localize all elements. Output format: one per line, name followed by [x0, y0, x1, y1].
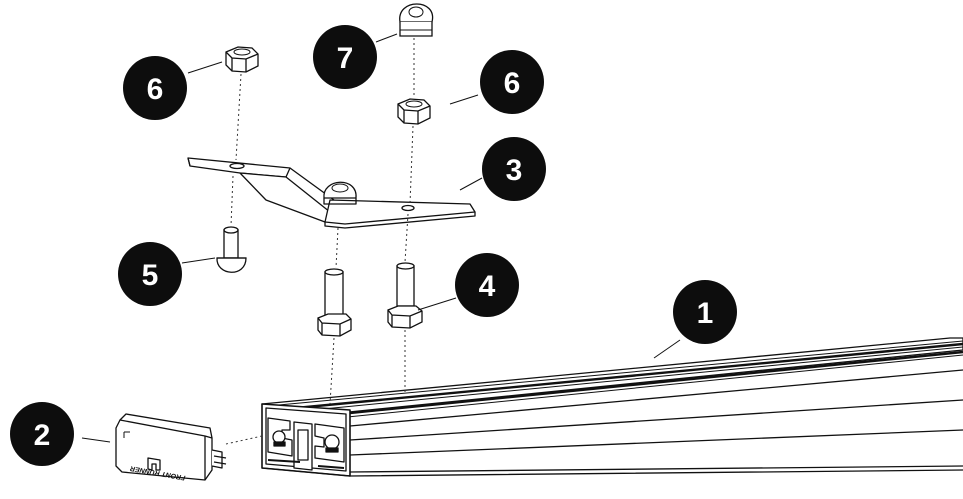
- callout-badge-rail: 1: [673, 280, 737, 344]
- callout-number: 3: [506, 154, 523, 187]
- callout-circle: [455, 253, 519, 317]
- callout-badge-nut-left: 6: [123, 56, 187, 120]
- callout-number: 6: [147, 73, 164, 106]
- mounting-bracket: [187, 157, 476, 229]
- callout-number: 1: [697, 297, 714, 330]
- roof-rail: [261, 337, 963, 477]
- nylock-nut-left: [225, 46, 259, 73]
- callout-badge-hex-bolts: 4: [455, 253, 519, 317]
- callout-circle: [480, 50, 544, 114]
- callout-number: 2: [34, 419, 51, 452]
- assembly-guide-lines: [225, 38, 415, 445]
- hex-bolt-right: [387, 262, 423, 329]
- callout-leaders: [81, 33, 681, 443]
- callout-circle: [313, 25, 377, 89]
- callout-badge-dome-cap: 7: [313, 25, 377, 89]
- nylock-nut-right: [397, 98, 431, 125]
- button-head-bolt: [216, 226, 247, 273]
- callout-badge-end-cap: 2: [10, 402, 74, 466]
- callout-circle: [118, 242, 182, 306]
- callout-number: 7: [337, 42, 354, 75]
- callout-circle: [482, 137, 546, 201]
- callout-badge-button-bolt: 5: [118, 242, 182, 306]
- callout-number: 6: [504, 67, 521, 100]
- end-cap: FRONT RUNNER: [115, 413, 227, 481]
- callout-badge-nut-right: 6: [480, 50, 544, 114]
- callout-badges: 1 2 3 4 5 6 6 7: [10, 25, 737, 466]
- callout-badge-bracket: 3: [482, 137, 546, 201]
- callout-number: 4: [479, 270, 496, 303]
- callout-circle: [673, 280, 737, 344]
- callout-number: 5: [142, 259, 159, 292]
- hex-bolt-left: [317, 268, 352, 337]
- dome-cap: [399, 3, 434, 37]
- callout-circle: [10, 402, 74, 466]
- callout-circle: [123, 56, 187, 120]
